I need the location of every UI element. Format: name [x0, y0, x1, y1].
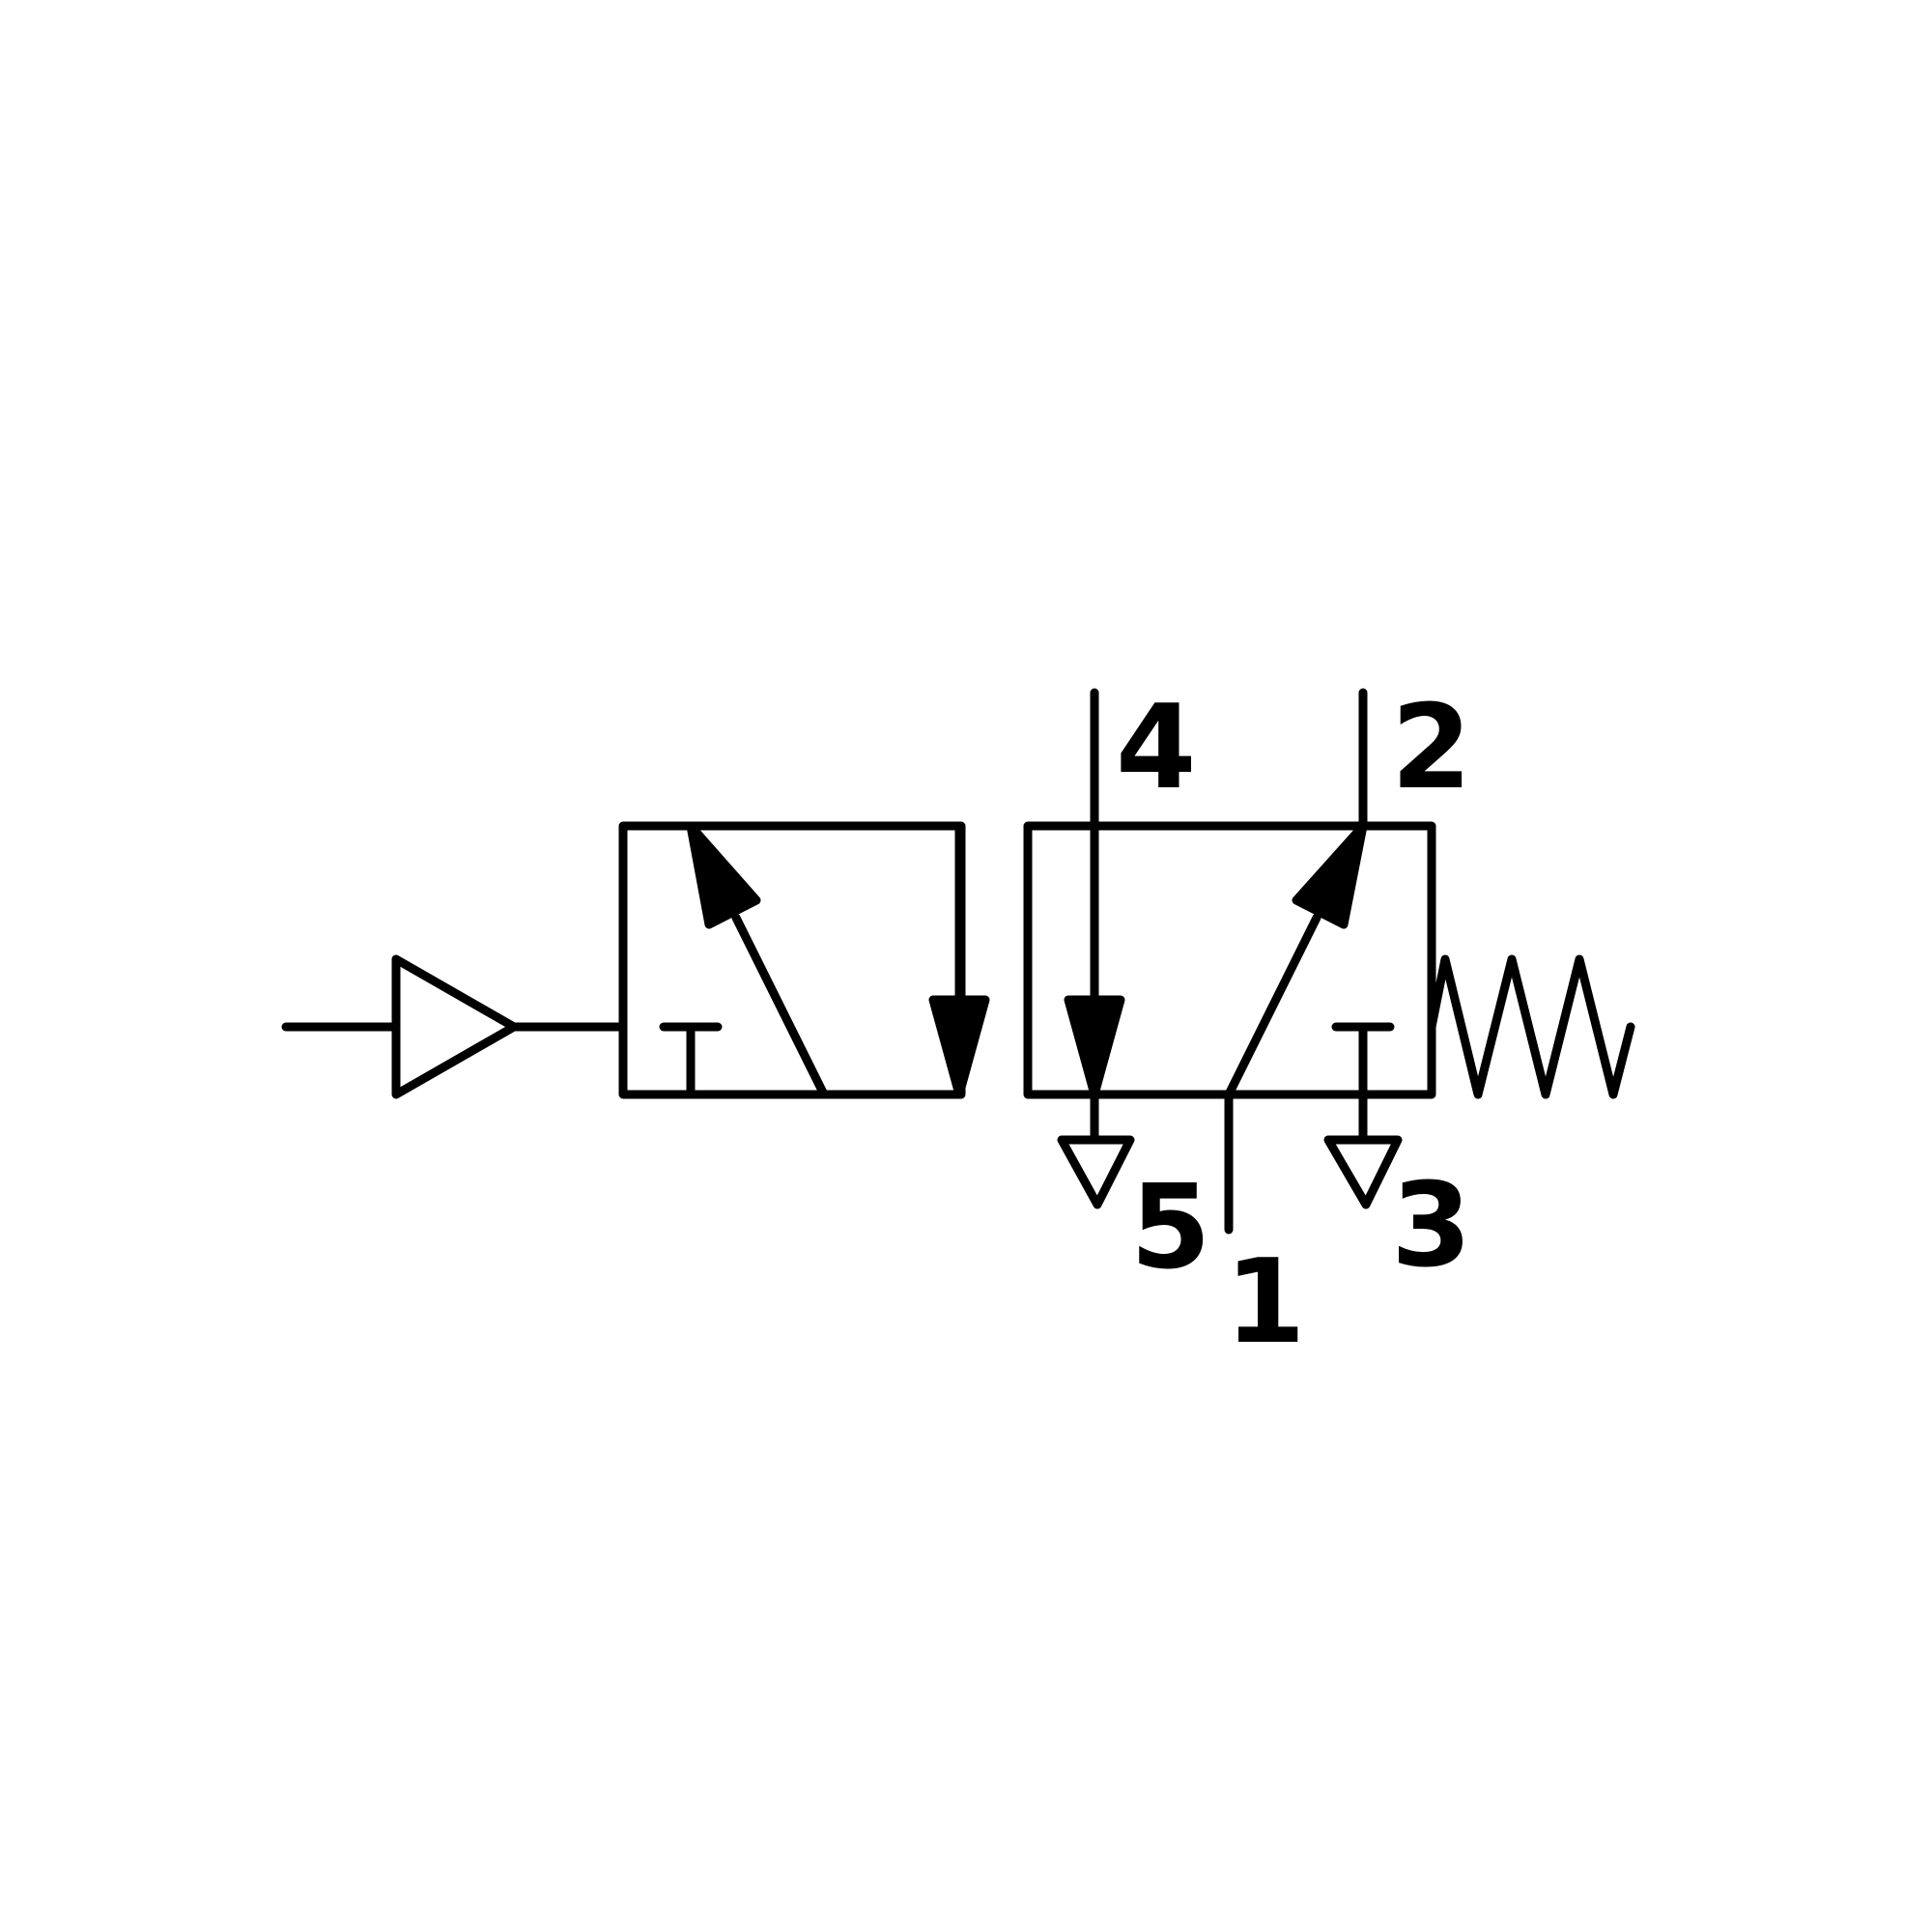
port-4-label: 4 — [1116, 681, 1197, 815]
port-3-exhaust-triangle — [1323, 1135, 1403, 1209]
pilot-actuator — [281, 954, 628, 1099]
left-vertical-arrowhead — [928, 995, 990, 1099]
left-envelope-box — [618, 821, 966, 1099]
right-diagonal-arrowhead — [1292, 821, 1368, 929]
valve-envelope-left — [618, 821, 990, 1099]
right-diagonal-flow-line — [1224, 913, 1321, 1099]
exhaust-port-5 — [1057, 1090, 1135, 1209]
pilot-triangle — [391, 954, 519, 1099]
spring-return — [1427, 954, 1635, 1099]
valve-envelope-right — [1023, 688, 1436, 1099]
port-2-label: 2 — [1391, 681, 1472, 815]
port-5-label: 5 — [1130, 1161, 1211, 1295]
port-4-arrowhead — [1064, 995, 1125, 1099]
port-1-label: 1 — [1225, 1236, 1306, 1370]
port-3-label: 3 — [1391, 1159, 1472, 1293]
left-diagonal-arrowhead — [686, 821, 761, 929]
port-5-exhaust-triangle — [1057, 1135, 1135, 1209]
exhaust-port-3 — [1323, 1090, 1403, 1209]
left-diagonal-flow-line — [731, 913, 829, 1099]
